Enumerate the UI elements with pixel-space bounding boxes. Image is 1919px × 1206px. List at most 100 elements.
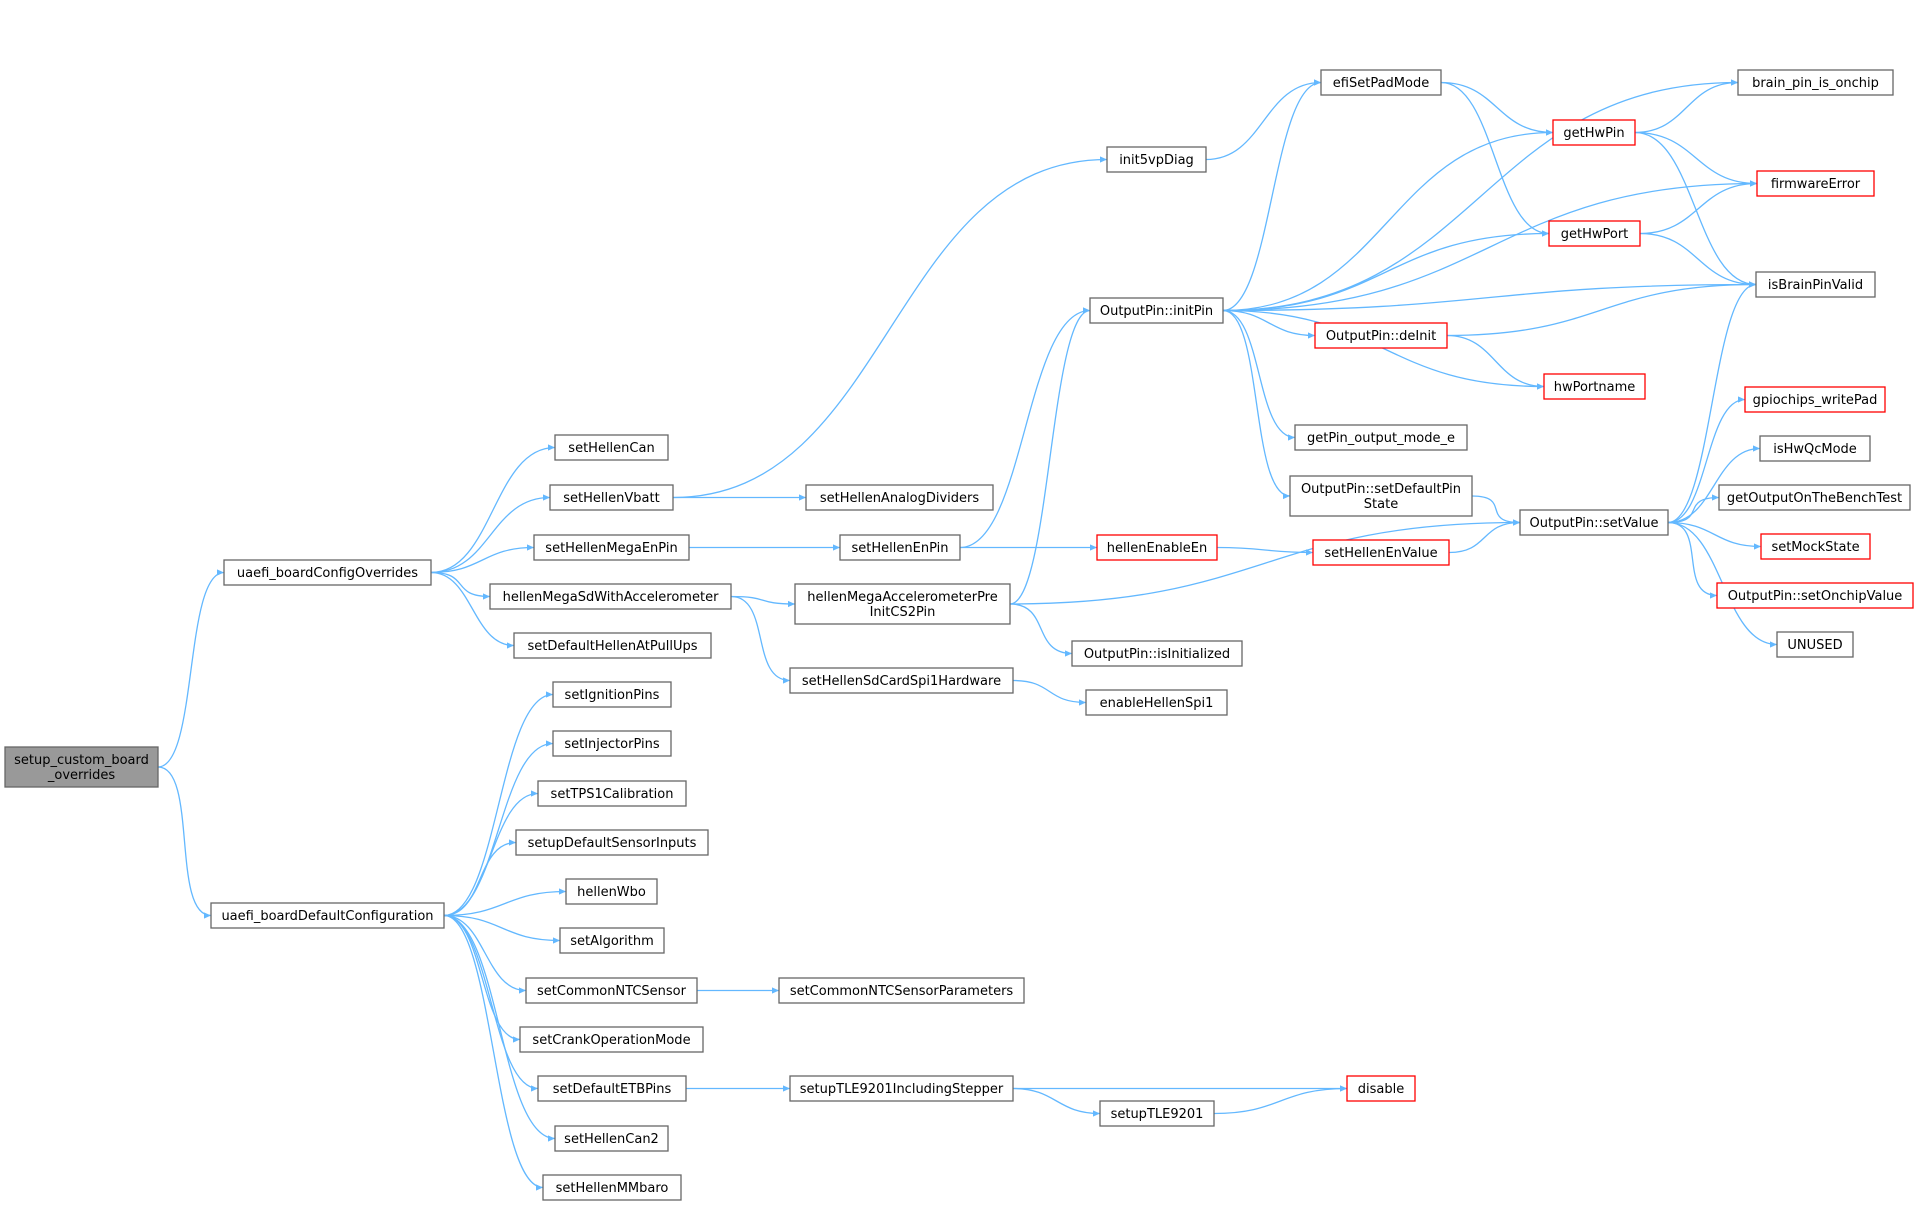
node-setcrankoperationmode[interactable]: setCrankOperationMode — [519, 1026, 704, 1053]
node-sethellenanalogdividers[interactable]: setHellenAnalogDividers — [805, 484, 994, 511]
edge-outputpin-initpin-to-gethwpin — [1222, 129, 1554, 312]
node-setmockstate[interactable]: setMockState — [1760, 533, 1871, 560]
node-label: OutputPin::deInit — [1326, 329, 1436, 344]
node-box — [778, 977, 1025, 1004]
node-outputpin-isinitialized[interactable]: OutputPin::isInitialized — [1071, 640, 1243, 667]
node-sethellensdcardspi1hardware[interactable]: setHellenSdCardSpi1Hardware — [789, 667, 1014, 694]
node-hwportname[interactable]: hwPortname — [1543, 373, 1646, 400]
node-box — [1718, 484, 1911, 511]
node-label: uaefi_boardConfigOverrides — [237, 566, 418, 581]
node-label: setHellenMMbaro — [556, 1181, 669, 1196]
node-label: setHellenEnPin — [852, 541, 949, 556]
node-box — [1312, 539, 1450, 566]
node-gethwpin[interactable]: getHwPin — [1552, 119, 1636, 146]
node-label: setIgnitionPins — [565, 688, 660, 703]
node-hellenwbo[interactable]: hellenWbo — [565, 878, 658, 905]
node-box — [1096, 534, 1218, 561]
node-root[interactable]: setup_custom_board_overrides — [4, 746, 159, 788]
node-setalgorithm[interactable]: setAlgorithm — [559, 927, 665, 954]
node-gethwport[interactable]: getHwPort — [1548, 220, 1641, 247]
node-firmwareerror[interactable]: firmwareError — [1756, 170, 1875, 197]
node-box — [537, 1075, 687, 1102]
node-label: OutputPin::initPin — [1100, 304, 1213, 319]
edge-uaefi-boardconfigoverrides-to-sethellenvbatt — [430, 494, 551, 574]
node-sethellencan[interactable]: setHellenCan — [554, 434, 669, 461]
node-box — [1548, 220, 1641, 247]
node-disable[interactable]: disable — [1346, 1075, 1416, 1102]
node-isbrainpinvalid[interactable]: isBrainPinValid — [1755, 271, 1876, 298]
node-box — [1776, 631, 1854, 658]
node-outputpin-setvalue[interactable]: OutputPin::setValue — [1519, 509, 1669, 536]
node-sethellenvbatt[interactable]: setHellenVbatt — [549, 484, 674, 511]
node-label: setCrankOperationMode — [532, 1033, 690, 1048]
edge-uaefi-boarddefaultconfiguration-to-sethellencan2 — [443, 914, 556, 1142]
node-settps1calibration[interactable]: setTPS1Calibration — [537, 780, 687, 807]
edge-outputpin-setvalue-to-ishwqcmode — [1667, 445, 1761, 524]
node-box — [789, 667, 1014, 694]
node-ishwqcmode[interactable]: isHwQcMode — [1759, 435, 1871, 462]
node-sethellenenpin[interactable]: setHellenEnPin — [839, 534, 961, 561]
node-setinjectorpins[interactable]: setInjectorPins — [552, 730, 672, 757]
node-box — [542, 1174, 682, 1201]
node-gpiochips-writepad[interactable]: gpiochips_writePad — [1744, 386, 1886, 413]
edge-sethellenenpin-to-outputpin-initpin — [959, 307, 1091, 549]
node-box — [1346, 1075, 1416, 1102]
node-sethellenmmbaro[interactable]: setHellenMMbaro — [542, 1174, 682, 1201]
edge-outputpin-initpin-to-brain-pin-is-onchip — [1222, 79, 1739, 312]
edge-uaefi-boarddefaultconfiguration-to-hellenwbo — [443, 888, 567, 917]
node-enablehellenspi1[interactable]: enableHellenSpi1 — [1085, 689, 1228, 716]
node-box — [1552, 119, 1636, 146]
node-box — [1099, 1100, 1215, 1127]
node-label: brain_pin_is_onchip — [1752, 76, 1879, 91]
edge-outputpin-deinit-to-hwportname — [1446, 334, 1545, 390]
node-uaefi-boardconfigoverrides[interactable]: uaefi_boardConfigOverrides — [223, 559, 432, 586]
node-hellenenableen[interactable]: hellenEnableEn — [1096, 534, 1218, 561]
node-setuptle9201includingstepper[interactable]: setupTLE9201IncludingStepper — [789, 1075, 1014, 1102]
node-box — [794, 583, 1011, 625]
node-setdefaulthellenatpullups[interactable]: setDefaultHellenAtPullUps — [513, 632, 712, 659]
node-getoutputonthebenchtest[interactable]: getOutputOnTheBenchTest — [1718, 484, 1911, 511]
node-setuptle9201[interactable]: setupTLE9201 — [1099, 1100, 1215, 1127]
edge-hellenenableen-to-sethellenenvalue — [1216, 546, 1314, 556]
edge-init5vpdiag-to-efisetpadmode — [1205, 79, 1322, 161]
edge-uaefi-boardconfigoverrides-to-sethellenmegaenpin — [430, 544, 535, 574]
node-setdefaultetbpins[interactable]: setDefaultETBPins — [537, 1075, 687, 1102]
node-box — [1756, 170, 1875, 197]
node-label: disable — [1358, 1082, 1404, 1097]
nodes-layer: setup_custom_board_overrides uaefi_boardC… — [4, 69, 1914, 1201]
node-sethellenenvalue[interactable]: setHellenEnValue — [1312, 539, 1450, 566]
node-setcommonntcsensor[interactable]: setCommonNTCSensor — [525, 977, 698, 1004]
node-getpin-output-mode-e[interactable]: getPin_output_mode_e — [1294, 424, 1468, 451]
node-label: setDefaultETBPins — [553, 1082, 672, 1097]
node-efisetpadmode[interactable]: efiSetPadMode — [1320, 69, 1442, 96]
node-setignitionpins[interactable]: setIgnitionPins — [552, 681, 672, 708]
node-setcommonntcsensorparameters[interactable]: setCommonNTCSensorParameters — [778, 977, 1025, 1004]
edge-sethellensdcardspi1hardware-to-enablehellenspi1 — [1012, 679, 1087, 706]
edge-outputpin-setdefaultpinstate-to-outputpin-setvalue — [1471, 495, 1521, 526]
node-hellenmegasdwithaccelerometer[interactable]: hellenMegaSdWithAccelerometer — [489, 583, 732, 610]
node-box — [549, 484, 674, 511]
node-setupdefaultsensorinputs[interactable]: setupDefaultSensorInputs — [515, 829, 709, 856]
node-box — [4, 746, 159, 788]
edge-sethellenenvalue-to-outputpin-setvalue — [1448, 519, 1521, 554]
node-label: hellenWbo — [577, 885, 646, 900]
edge-uaefi-boardconfigoverrides-to-sethellencan — [430, 444, 556, 574]
node-sethellencan2[interactable]: setHellenCan2 — [554, 1125, 669, 1152]
node-init5vpdiag[interactable]: init5vpDiag — [1106, 146, 1207, 173]
node-box — [1755, 271, 1876, 298]
edge-hellenmegaaccelerometerpreinitcs2pin-to-outputpin-initpin — [1009, 307, 1091, 605]
edge-gethwport-to-isbrainpinvalid — [1639, 232, 1757, 288]
node-outputpin-initpin[interactable]: OutputPin::initPin — [1089, 297, 1224, 324]
node-label: InitCS2Pin — [870, 605, 936, 620]
node-unused[interactable]: UNUSED — [1776, 631, 1854, 658]
edge-uaefi-boarddefaultconfiguration-to-sethellenmmbaro — [443, 914, 544, 1191]
node-brain-pin-is-onchip[interactable]: brain_pin_is_onchip — [1737, 69, 1894, 96]
node-label: hellenEnableEn — [1107, 541, 1207, 556]
node-outputpin-setonchipvalue[interactable]: OutputPin::setOnchipValue — [1716, 582, 1914, 609]
node-outputpin-deinit[interactable]: OutputPin::deInit — [1314, 322, 1448, 349]
edge-uaefi-boarddefaultconfiguration-to-setupdefaultsensorinputs — [443, 839, 517, 917]
node-uaefi-boarddefaultconfiguration[interactable]: uaefi_boardDefaultConfiguration — [210, 902, 445, 929]
node-sethellenmegaenpin[interactable]: setHellenMegaEnPin — [533, 534, 690, 561]
